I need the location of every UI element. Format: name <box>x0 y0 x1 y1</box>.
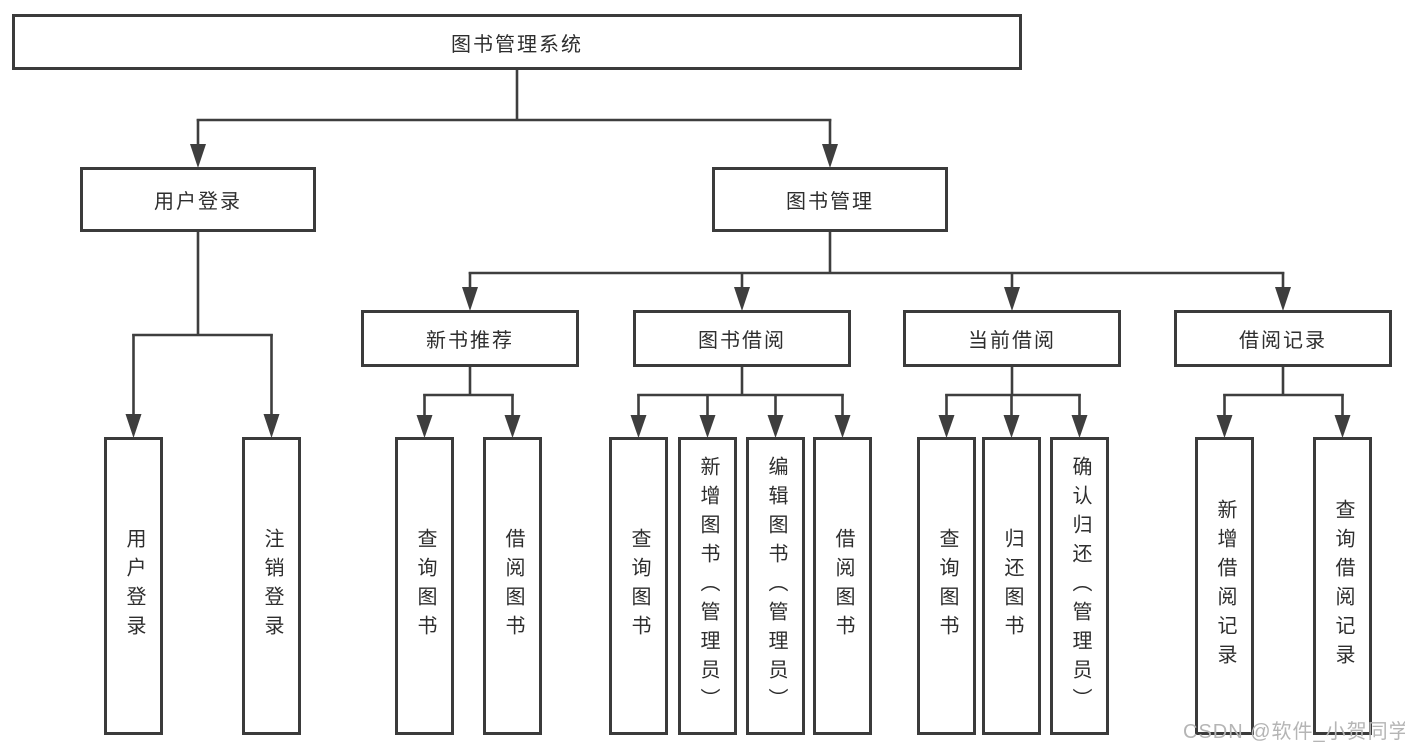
node-user-login: 用户登录 <box>80 167 316 232</box>
leaf-borrow-books: 借阅图书 <box>813 437 872 735</box>
connector-book-borrow-to-leaves <box>630 367 851 438</box>
leaf-query-books-borrow: 查询图书 <box>609 437 668 735</box>
arrowhead-icon <box>699 415 716 438</box>
arrowhead-icon <box>462 287 478 311</box>
leaf-user-login: 用户登录 <box>104 437 163 735</box>
arrowhead-icon <box>1003 415 1020 438</box>
node-user-login-label: 用户登录 <box>154 191 242 213</box>
node-root: 图书管理系统 <box>12 14 1022 70</box>
csdn-watermark: CSDN @软件_小贺同学 <box>1183 721 1405 743</box>
leaf-borrow-books-label: 借阅图书 <box>832 528 854 644</box>
arrowhead-icon <box>630 415 647 438</box>
arrowhead-icon <box>190 144 206 168</box>
arrowhead-icon <box>1004 287 1020 311</box>
leaf-borrow-books-rec-label: 借阅图书 <box>502 528 524 644</box>
arrowhead-icon <box>834 415 851 438</box>
leaf-confirm-return-admin: 确认归还（管理员） <box>1050 437 1109 735</box>
node-book-mgmt: 图书管理 <box>712 167 948 232</box>
leaf-add-borrow-record: 新增借阅记录 <box>1195 437 1254 735</box>
leaf-query-books-current-label: 查询图书 <box>936 528 958 644</box>
leaf-return-book-label: 归还图书 <box>1001 528 1023 644</box>
leaf-add-book-admin: 新增图书（管理员） <box>678 437 737 735</box>
connector-root-to-level2 <box>190 70 838 168</box>
arrowhead-icon <box>938 415 955 438</box>
node-new-book-rec-label: 新书推荐 <box>426 330 514 352</box>
arrowhead-icon <box>1275 287 1291 311</box>
leaf-confirm-return-admin-label: 确认归还（管理员） <box>1069 455 1091 717</box>
arrowhead-icon <box>1071 415 1088 438</box>
leaf-add-borrow-record-label: 新增借阅记录 <box>1214 499 1236 673</box>
arrowhead-icon <box>263 414 280 438</box>
connector-book-mgmt-to-level3 <box>462 232 1291 311</box>
node-new-book-rec: 新书推荐 <box>361 310 579 367</box>
node-book-mgmt-label: 图书管理 <box>786 191 874 213</box>
arrowhead-icon <box>416 415 433 438</box>
leaf-query-borrow-record-label: 查询借阅记录 <box>1332 499 1354 673</box>
node-borrow-records: 借阅记录 <box>1174 310 1392 367</box>
leaf-borrow-books-rec: 借阅图书 <box>483 437 542 735</box>
node-current-borrow: 当前借阅 <box>903 310 1121 367</box>
arrowhead-icon <box>504 415 521 438</box>
node-current-borrow-label: 当前借阅 <box>968 330 1056 352</box>
node-book-borrow-label: 图书借阅 <box>698 330 786 352</box>
leaf-logout-label: 注销登录 <box>261 528 283 644</box>
node-borrow-records-label: 借阅记录 <box>1239 330 1327 352</box>
leaf-return-book: 归还图书 <box>982 437 1041 735</box>
connector-current-borrow-to-leaves <box>938 367 1088 438</box>
connector-user-login-to-leaves <box>125 232 280 438</box>
leaf-edit-book-admin-label: 编辑图书（管理员） <box>765 455 787 717</box>
arrowhead-icon <box>125 414 142 438</box>
arrowhead-icon <box>734 287 750 311</box>
arrowhead-icon <box>767 415 784 438</box>
leaf-query-books-rec: 查询图书 <box>395 437 454 735</box>
leaf-edit-book-admin: 编辑图书（管理员） <box>746 437 805 735</box>
node-book-borrow: 图书借阅 <box>633 310 851 367</box>
leaf-query-books-current: 查询图书 <box>917 437 976 735</box>
leaf-add-book-admin-label: 新增图书（管理员） <box>697 455 719 717</box>
connector-new-book-rec-to-leaves <box>416 367 521 438</box>
leaf-logout: 注销登录 <box>242 437 301 735</box>
leaf-query-books-rec-label: 查询图书 <box>414 528 436 644</box>
leaf-user-login-label: 用户登录 <box>123 528 145 644</box>
arrowhead-icon <box>1216 415 1233 438</box>
arrowhead-icon <box>822 144 838 168</box>
leaf-query-books-borrow-label: 查询图书 <box>628 528 650 644</box>
arrowhead-icon <box>1334 415 1351 438</box>
connector-borrow-records-to-leaves <box>1216 367 1351 438</box>
node-root-label: 图书管理系统 <box>451 33 583 56</box>
leaf-query-borrow-record: 查询借阅记录 <box>1313 437 1372 735</box>
